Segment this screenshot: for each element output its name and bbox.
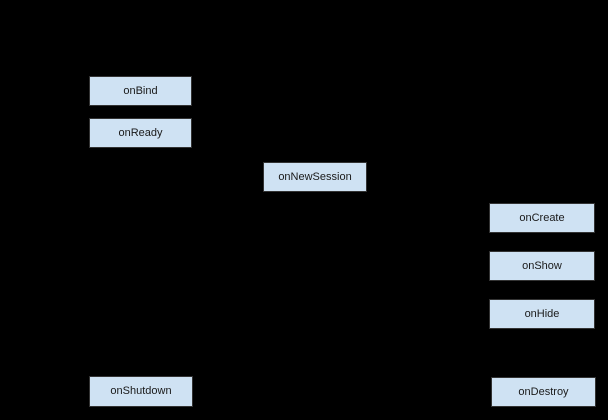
node-onnewsession: onNewSession [263, 162, 367, 192]
node-onhide: onHide [489, 299, 595, 329]
node-oncreate: onCreate [489, 203, 595, 233]
node-ondestroy: onDestroy [491, 377, 596, 407]
node-onready: onReady [89, 118, 192, 148]
node-onshutdown: onShutdown [89, 376, 193, 407]
node-onbind: onBind [89, 76, 192, 106]
node-onshow: onShow [489, 251, 595, 281]
